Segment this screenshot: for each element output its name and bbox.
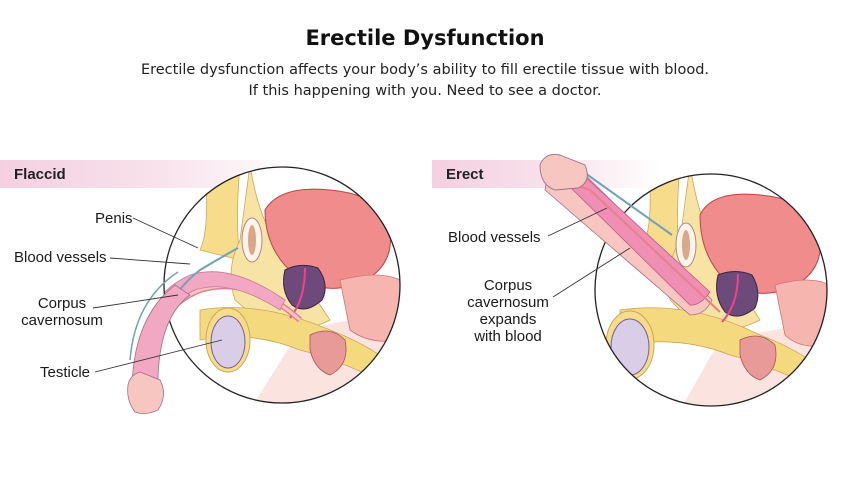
page-subtitle: Erectile dysfunction affects your body’s… (0, 60, 850, 102)
label-corpus-erect-line2: cavernosum (467, 294, 549, 311)
flaccid-heading: Flaccid (14, 166, 66, 183)
label-corpus-line2: cavernosum (21, 312, 103, 329)
label-corpus-erect-line1: Corpus (483, 277, 533, 294)
flaccid-circle (163, 166, 401, 404)
label-corpus-cavernosum-erect: Corpus cavernosum expands with blood (460, 277, 556, 345)
subtitle-line-1: Erectile dysfunction affects your body’s… (140, 62, 710, 78)
label-blood-vessels-flaccid: Blood vessels (14, 249, 107, 266)
page-title: Erectile Dysfunction (305, 26, 545, 50)
label-penis: Penis (95, 210, 133, 227)
label-corpus-erect-line4: with blood (474, 328, 542, 345)
label-corpus-erect-line3: expands (479, 311, 537, 328)
erect-heading: Erect (446, 166, 484, 183)
label-corpus-line1: Corpus (37, 295, 87, 312)
flaccid-cross-section (164, 167, 400, 403)
label-corpus-cavernosum-flaccid: Corpus cavernosum (18, 295, 106, 329)
label-blood-vessels-erect: Blood vessels (448, 229, 541, 246)
erect-circle (594, 173, 828, 407)
label-testicle: Testicle (40, 364, 91, 381)
subtitle-line-2: If this happening with you. Need to see … (248, 83, 602, 99)
